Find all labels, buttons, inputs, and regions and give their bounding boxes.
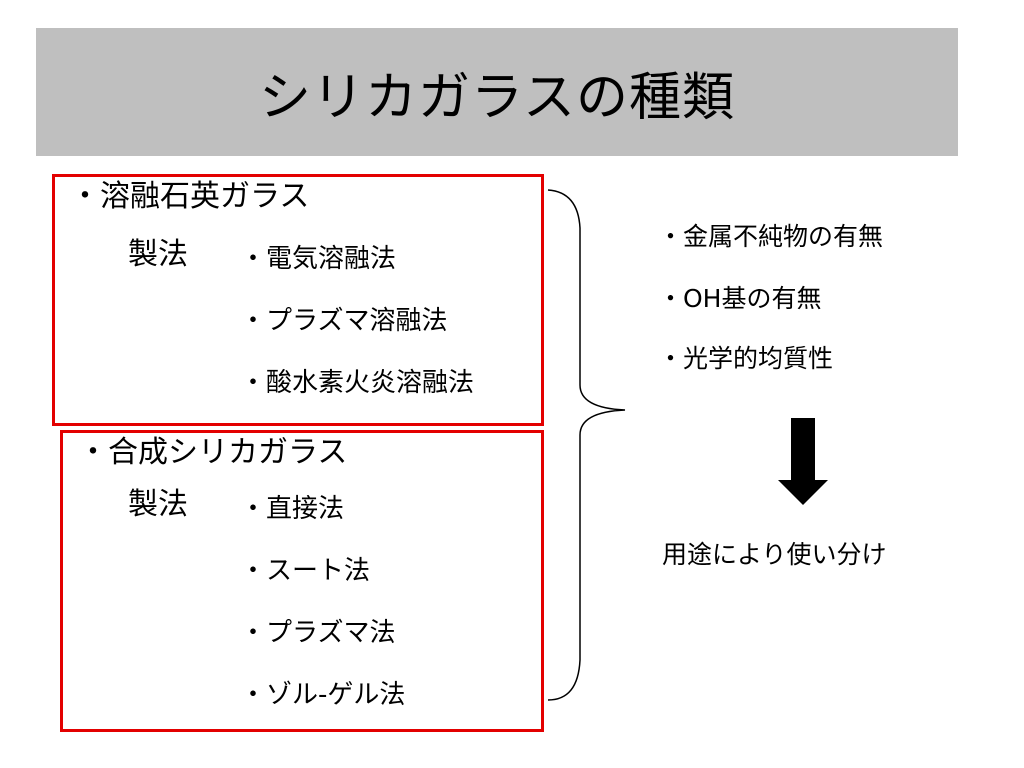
fused-quartz-method-item: ・電気溶融法 [240,244,397,274]
fused-quartz-heading: ・溶融石英ガラス [70,179,310,214]
conclusion-text: 用途により使い分け [662,540,887,569]
fused-quartz-method-item: ・プラズマ溶融法 [240,306,448,336]
fused-quartz-box [52,174,544,426]
synthetic-silica-box [60,430,544,732]
synthetic-silica-method-label: 製法 [128,487,188,522]
synthetic-silica-method-item: ・スート法 [240,556,371,586]
synthetic-silica-heading: ・合成シリカガラス [78,435,348,470]
fused-quartz-method-item: ・酸水素火炎溶融法 [240,368,475,398]
synthetic-silica-method-item: ・プラズマ法 [240,618,396,648]
synthetic-silica-method-item: ・直接法 [240,494,345,524]
fused-quartz-method-label: 製法 [128,237,188,272]
difference-item: ・光学的均質性 [658,344,834,373]
synthetic-silica-method-item: ・ゾル-ゲル法 [240,680,406,710]
curly-brace [547,189,626,701]
difference-item: ・金属不純物の有無 [658,222,884,251]
down-arrow-icon [778,418,828,505]
title-banner: シリカガラスの種類 [36,28,958,156]
difference-item: ・OH基の有無 [658,284,822,313]
slide-title: シリカガラスの種類 [259,67,735,128]
